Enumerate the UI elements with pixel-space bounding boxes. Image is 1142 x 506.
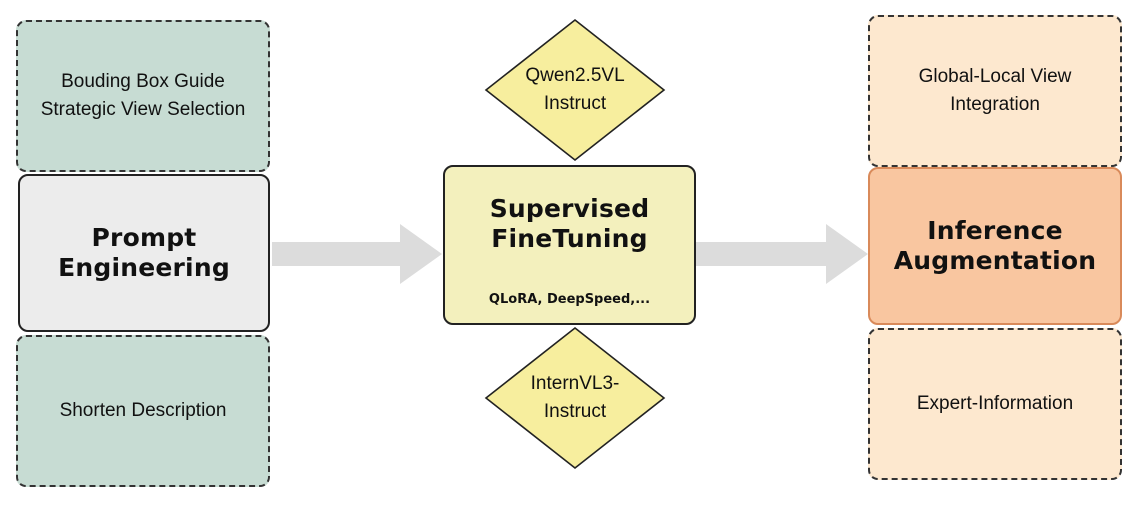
inference-augmentation-box: Inference Augmentation	[868, 167, 1122, 325]
arrow-left-to-center	[272, 224, 442, 284]
arrow-center-to-right	[696, 224, 868, 284]
right-bottom-box: Expert-Information	[868, 328, 1122, 480]
left-top-box: Bouding Box Guide Strategic View Selecti…	[16, 20, 270, 172]
qwen-line-2: Instruct	[543, 93, 607, 114]
left-top-line-2: Strategic View Selection	[40, 99, 246, 120]
supervised-finetuning-box: Supervised FineTuning QLoRA, DeepSpeed,.…	[443, 165, 696, 325]
internvl-line-2: Instruct	[543, 401, 607, 422]
right-bottom-line-1: Expert-Information	[916, 393, 1074, 414]
qwen-line-1: Qwen2.5VL	[525, 65, 625, 86]
sft-line-2: FineTuning	[491, 223, 648, 253]
internvl-line-1: InternVL3-	[530, 373, 620, 394]
sft-subtitle: QLoRA, DeepSpeed,...	[488, 291, 651, 307]
sft-line-1: Supervised	[489, 193, 650, 223]
diamond-internvl	[484, 326, 666, 470]
right-top-box: Global-Local View Integration	[868, 15, 1122, 167]
left-bottom-line-1: Shorten Description	[59, 400, 227, 421]
prompt-engineering-line-1: Prompt	[91, 223, 197, 252]
prompt-engineering-line-2: Engineering	[58, 253, 230, 282]
prompt-engineering-box: Prompt Engineering	[18, 174, 270, 332]
internvl-label: InternVL3- Instruct	[495, 370, 655, 426]
left-bottom-box: Shorten Description	[16, 335, 270, 487]
left-top-line-1: Bouding Box Guide	[61, 71, 225, 92]
right-top-line-2: Integration	[950, 94, 1040, 115]
diamond-qwen	[484, 18, 666, 162]
inference-line-2: Augmentation	[893, 246, 1097, 275]
inference-line-1: Inference	[927, 216, 1063, 245]
right-top-line-1: Global-Local View	[918, 66, 1072, 87]
qwen-label: Qwen2.5VL Instruct	[495, 62, 655, 118]
